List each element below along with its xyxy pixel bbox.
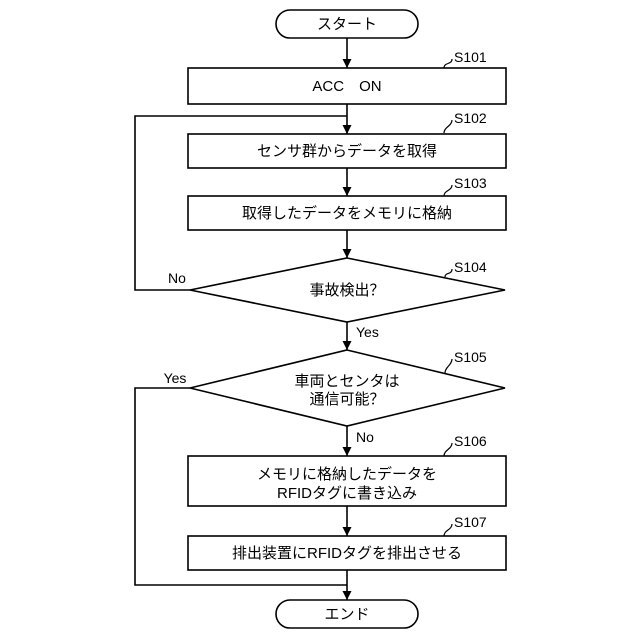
step-label-s101: S101 — [444, 49, 487, 68]
step-id: S102 — [454, 110, 487, 126]
step-id: S107 — [454, 514, 487, 530]
start-terminal: スタート — [276, 10, 418, 38]
step-label-s105: S105 — [445, 349, 487, 373]
end-terminal: エンド — [276, 600, 418, 628]
step-label-s106: S106 — [444, 433, 487, 456]
step-id: S106 — [454, 433, 487, 449]
step-id: S104 — [454, 259, 487, 275]
step-label-s104: S104 — [445, 259, 487, 277]
branch-label-s105-yes: Yes — [164, 370, 187, 386]
step-id: S103 — [454, 175, 487, 191]
branch-label-s104-yes: Yes — [356, 324, 379, 340]
process-s103: 取得したデータをメモリに格納 — [188, 196, 506, 230]
step-id: S105 — [454, 349, 487, 365]
end-terminal-text: エンド — [324, 606, 369, 623]
process-s106: メモリに格納したデータを RFIDタグに書き込み — [188, 456, 506, 506]
branch-label-s104-no: No — [168, 270, 186, 286]
process-text-line-2: RFIDタグに書き込み — [277, 485, 417, 502]
process-text: 排出装置にRFIDタグを排出させる — [232, 545, 462, 562]
process-s102: センサ群からデータを取得 — [188, 134, 506, 168]
decision-text-line-1: 車両とセンタは — [294, 373, 399, 390]
step-label-leader — [445, 269, 452, 277]
step-id: S101 — [454, 49, 487, 65]
step-label-leader — [444, 524, 452, 536]
process-text: ACC ON — [312, 78, 381, 95]
decision-text: 事故検出？ — [309, 282, 384, 299]
start-terminal-text: スタート — [317, 16, 377, 33]
process-text: センサ群からデータを取得 — [257, 142, 437, 160]
step-label-leader — [444, 443, 452, 456]
process-text: 取得したデータをメモリに格納 — [242, 204, 452, 222]
decision-text-line-2: 通信可能？ — [309, 391, 384, 408]
process-text-line-1: メモリに格納したデータを — [257, 465, 437, 483]
process-s101: ACC ON — [188, 68, 506, 104]
step-label-leader — [445, 359, 452, 373]
branch-label-s105-no: No — [356, 429, 374, 445]
step-label-s107: S107 — [444, 514, 487, 536]
step-label-s102: S102 — [444, 110, 487, 133]
process-s107: 排出装置にRFIDタグを排出させる — [188, 536, 506, 570]
step-label-leader — [444, 59, 452, 68]
step-label-s103: S103 — [444, 175, 487, 196]
step-label-leader — [444, 120, 452, 133]
step-label-leader — [444, 185, 452, 196]
